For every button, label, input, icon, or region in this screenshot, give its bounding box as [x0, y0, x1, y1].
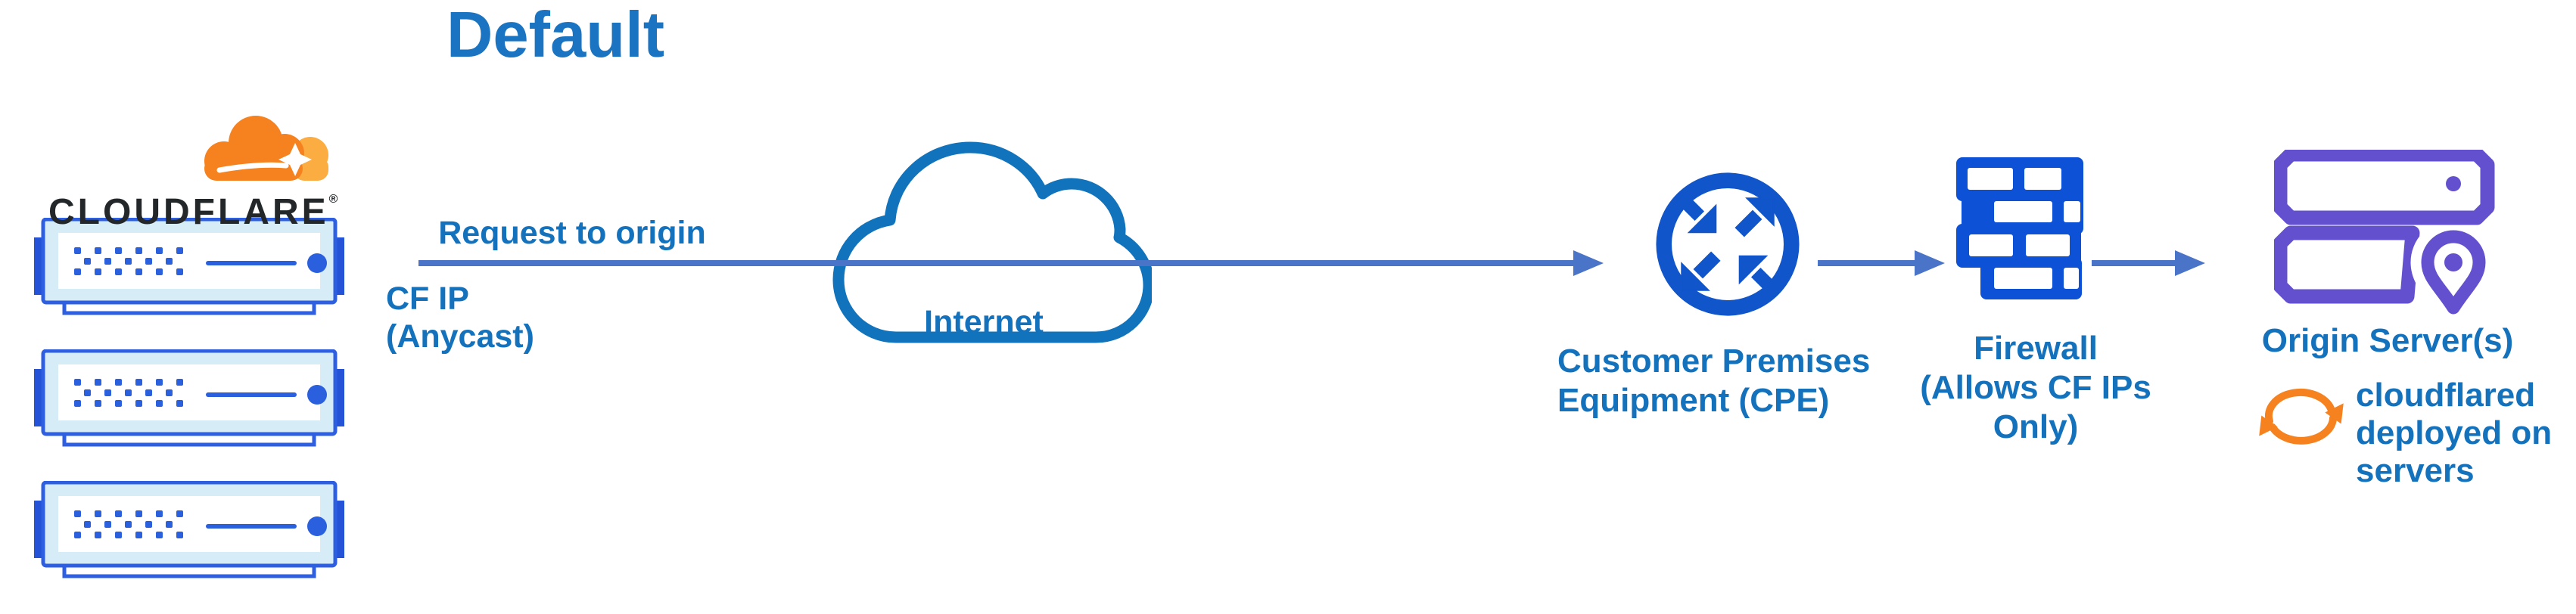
- internet-label: Internet: [924, 304, 1044, 340]
- firewall-label: Firewall (Allows CF IPs Only): [1920, 330, 2151, 445]
- rack-server-icon: [34, 481, 344, 579]
- arrowhead-to-firewall: [1915, 250, 1945, 276]
- cloudflare-wordmark-text: CLOUDFLARE: [48, 192, 329, 232]
- sync-arrows-icon: [2259, 388, 2344, 445]
- rack-server-icon: [34, 218, 344, 316]
- cpe-label: Customer Premises Equipment (CPE): [1557, 343, 1871, 419]
- cf-ip-anycast-label: CF IP (Anycast): [386, 281, 534, 355]
- rack-server-icon: [34, 349, 344, 448]
- registered-trademark: ®: [328, 193, 338, 206]
- location-pin-icon: [2421, 230, 2486, 315]
- cloudflared-note: cloudflared deployed on servers: [2356, 377, 2553, 489]
- arrowhead-to-cpe: [1573, 250, 1604, 276]
- connector-cpe-to-firewall: [1818, 260, 1916, 266]
- arrowhead-to-origin: [2175, 250, 2205, 276]
- router-crossed-arrows-icon: [1656, 172, 1800, 316]
- connector-servers-to-cpe: [418, 260, 1573, 266]
- cloudflare-cloud-icon: [204, 116, 328, 181]
- brick-wall-icon: [1956, 157, 2083, 299]
- internet-cloud-icon: [832, 141, 1152, 343]
- page-title: Default: [446, 0, 665, 71]
- connector-firewall-to-origin: [2092, 260, 2175, 266]
- request-to-origin-label: Request to origin: [438, 215, 706, 251]
- origin-servers-label: Origin Server(s): [2261, 322, 2514, 359]
- cloudflare-wordmark: CLOUDFLARE®: [48, 181, 338, 231]
- server-led: [2446, 176, 2461, 191]
- stacked-servers-icon: [2274, 150, 2495, 321]
